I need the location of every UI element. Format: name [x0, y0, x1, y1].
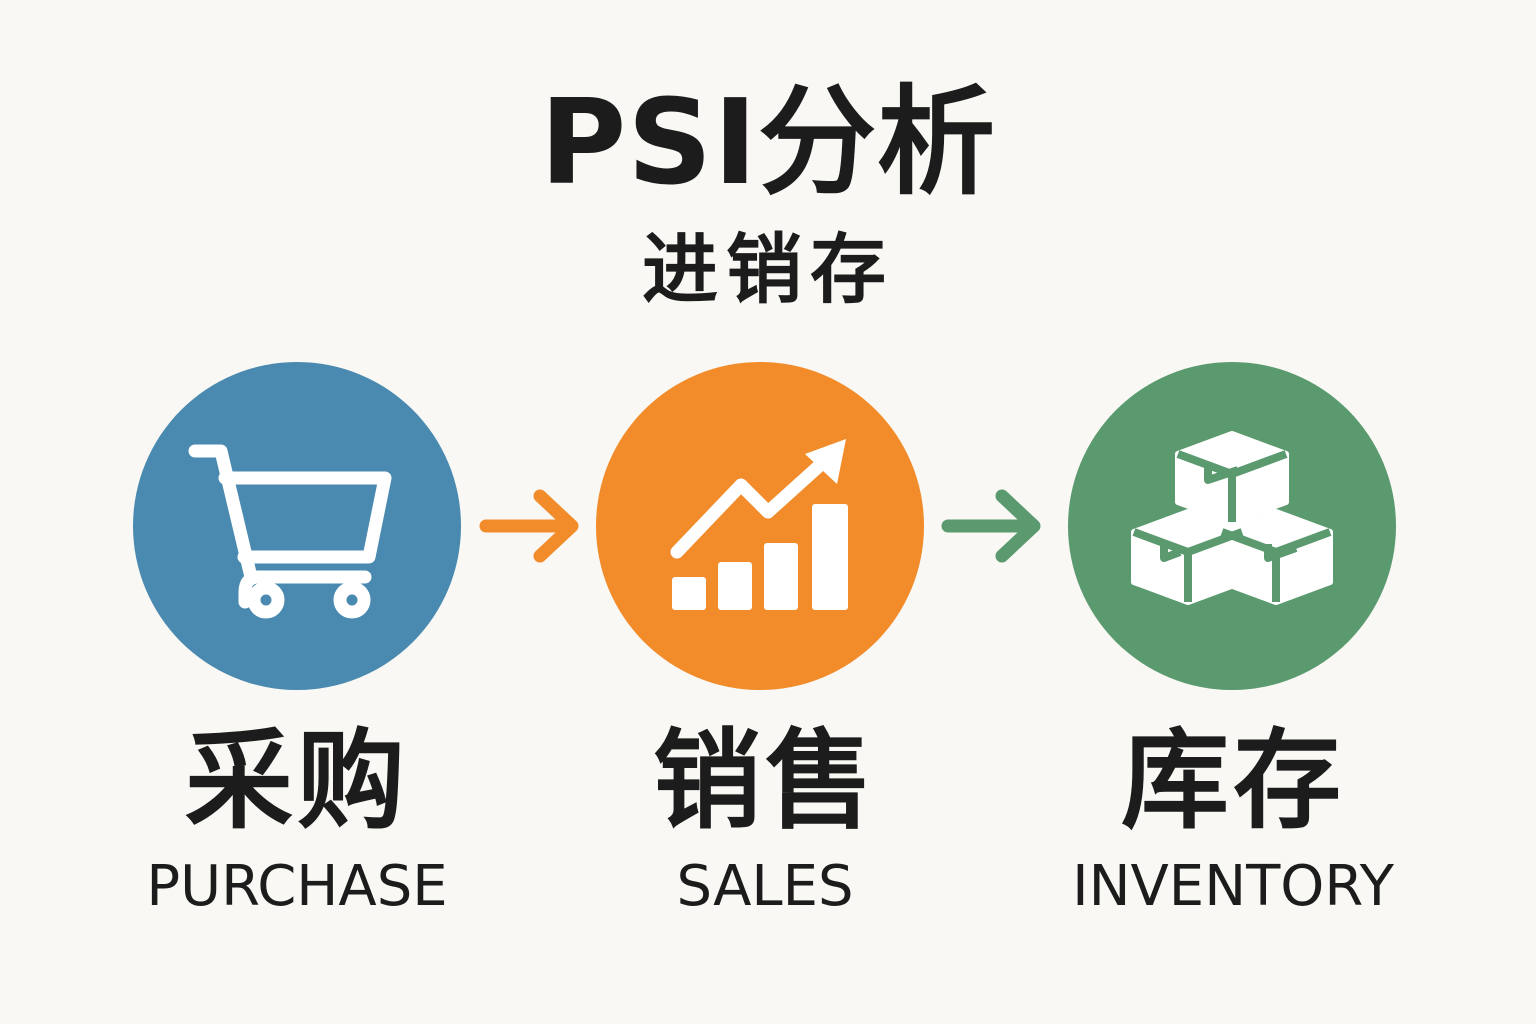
page-title: PSI分析 [539, 73, 997, 211]
purchase-label-en: PURCHASE [146, 854, 448, 919]
arrow-right-icon [479, 489, 579, 563]
purchase-circle [133, 362, 461, 690]
flow-arrow-1 [478, 484, 588, 568]
sales-label-cn: 销售 [652, 719, 877, 844]
stacked-boxes-icon [1068, 362, 1396, 690]
inventory-label-en: INVENTORY [1072, 854, 1394, 919]
sales-circle [596, 362, 924, 690]
inventory-circle [1068, 362, 1396, 690]
arrow-right-icon [941, 489, 1041, 563]
shopping-cart-icon [133, 362, 461, 690]
flow-arrow-2 [940, 484, 1050, 568]
sales-label-en: SALES [676, 854, 854, 919]
page-subtitle: 进销存 [642, 225, 894, 314]
trending-bar-chart-icon [596, 362, 924, 690]
purchase-label-cn: 采购 [184, 719, 409, 844]
inventory-label-cn: 库存 [1120, 719, 1345, 844]
